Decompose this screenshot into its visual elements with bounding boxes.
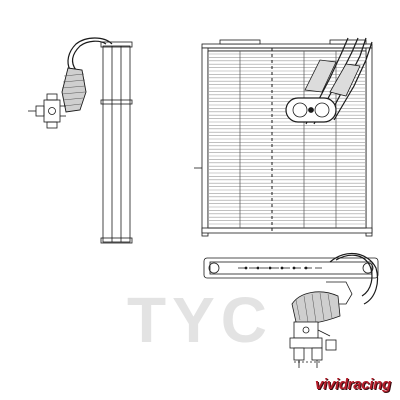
top-valve-nut [311,347,323,361]
dot [304,266,308,270]
side-view [28,37,133,244]
top-valve-port [302,326,310,334]
side-hose-braid [61,73,86,107]
front-left-plate [201,47,209,237]
side-valve-bottom [46,121,58,129]
top-view [203,252,379,368]
dot [256,266,260,270]
front-bottom-tank [201,227,373,234]
top-view-end-cap [208,262,220,274]
top-valve-link [317,329,331,337]
front-hose-wrap [329,63,361,97]
side-valve-port [48,107,56,115]
top-pipe-bend [326,281,353,305]
side-valve-block [43,99,61,123]
side-top-tank [100,41,133,48]
front-hose-wrap [304,59,337,93]
top-view-dots [244,266,308,270]
dot [292,266,296,270]
front-top-bracket [329,39,367,45]
front-flange-bolt [308,107,314,113]
side-valve-cap [35,105,45,117]
side-core-body [102,45,131,243]
side-hose [61,67,87,113]
side-mid-band [100,99,133,105]
front-top-tank [201,43,373,49]
top-valve-block [293,321,319,339]
front-outlet-pipe [333,41,373,121]
front-top-bracket [219,39,261,45]
dot [268,266,272,270]
top-view-inner [209,261,373,275]
front-flange-port [292,102,308,118]
side-valve-top [46,93,58,101]
top-pipe [335,254,373,297]
side-pipe-upper [67,37,113,71]
top-valve-base [289,337,323,349]
top-pipe [329,252,379,305]
front-view [194,37,373,237]
top-valve-cap [325,339,337,351]
vividracing-logo: vividracing [315,376,391,393]
top-hose [291,291,341,324]
side-bottom-tank [100,237,133,244]
front-top-header [203,47,371,52]
top-hose-braid [295,292,333,323]
dot [280,266,284,270]
front-flange-port [314,102,330,118]
side-pipe-upper [71,40,107,71]
front-tubes [239,51,337,228]
top-valve-nut [293,347,305,361]
front-right-plate [365,47,373,237]
dot [244,266,248,270]
tyc-watermark: TYC [127,284,273,356]
